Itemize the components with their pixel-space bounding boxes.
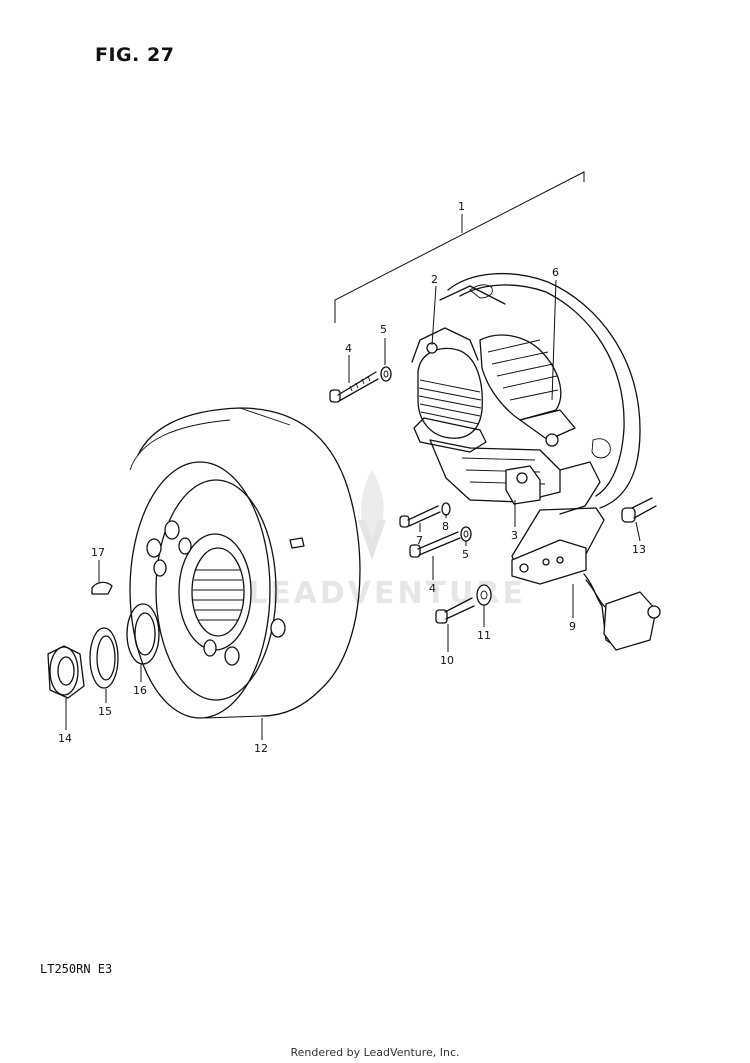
- figure-title: FIG. 27: [95, 44, 175, 66]
- stator-plate: [439, 273, 641, 509]
- washer-16: [126, 603, 160, 665]
- screw-4-lower: [409, 531, 461, 558]
- nut-14: [47, 645, 85, 699]
- flywheel-12: [129, 407, 361, 719]
- screw-13: [621, 497, 657, 523]
- leader-lines: [65, 279, 641, 740]
- footer-credit: Rendered by LeadVenture, Inc.: [290, 1046, 460, 1059]
- assembly-bracket: [334, 171, 585, 323]
- lock-washer-15: [89, 627, 119, 689]
- model-code: LT250RN E3: [40, 962, 113, 976]
- callout-5-lower: 5: [462, 548, 469, 561]
- washer-11: [476, 584, 492, 606]
- callout-6: 6: [552, 266, 559, 279]
- callout-14: 14: [58, 732, 72, 745]
- pickup-bracket-9: [511, 507, 661, 651]
- woodruff-key-17: [91, 581, 113, 595]
- callout-2: 2: [431, 273, 438, 286]
- callout-11: 11: [477, 629, 491, 642]
- callout-labels: 1 2 6 4 5 7 8 3 4 5 9 10 11 13 12 14 15 …: [58, 200, 646, 755]
- charging-coil-6: [479, 334, 576, 447]
- callout-15: 15: [98, 705, 112, 718]
- callout-9: 9: [569, 620, 576, 633]
- washer-8: [441, 502, 451, 516]
- pulser-coil-3: [429, 439, 601, 515]
- callout-1: 1: [458, 200, 465, 213]
- washer-5-lower: [460, 526, 472, 542]
- washer-5-upper: [380, 366, 392, 382]
- callout-17: 17: [91, 546, 105, 559]
- leadventure-watermark: LEADVENTURE: [248, 470, 523, 611]
- callout-10: 10: [440, 654, 454, 667]
- callout-5-upper: 5: [380, 323, 387, 336]
- screw-7: [399, 505, 441, 528]
- callout-7: 7: [416, 534, 423, 547]
- screw-10: [435, 597, 475, 624]
- callout-4-upper: 4: [345, 342, 352, 355]
- screw-4-upper: [329, 371, 379, 403]
- callout-13: 13: [632, 543, 646, 556]
- callout-3: 3: [511, 529, 518, 542]
- callout-8: 8: [442, 520, 449, 533]
- callout-16: 16: [133, 684, 147, 697]
- charging-coil-2: [411, 327, 487, 453]
- callout-4-lower: 4: [429, 582, 436, 595]
- callout-12: 12: [254, 742, 268, 755]
